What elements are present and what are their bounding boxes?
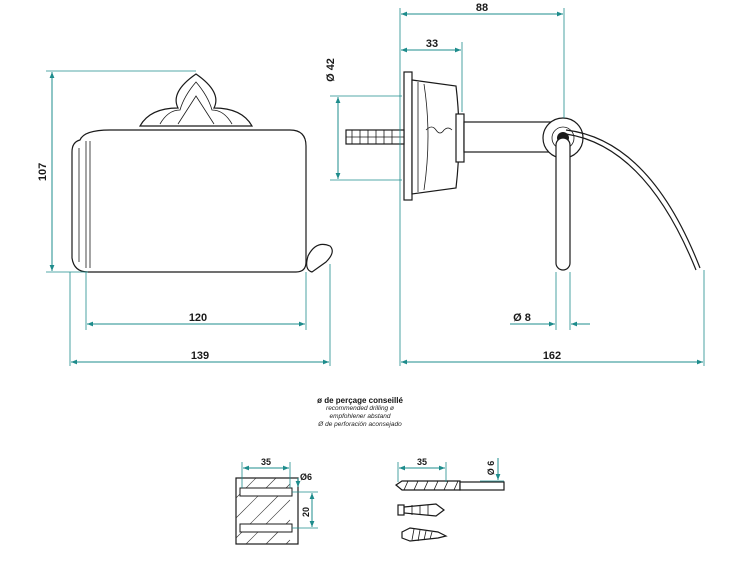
note-english: recommended drilling ø	[326, 405, 394, 412]
dim-107: 107	[37, 163, 49, 181]
dim-hole-depth: 35	[261, 457, 271, 467]
wall-section: 35 Ø6 20	[235, 457, 318, 545]
side-dimensions: 88 33 Ø 42 Ø 8 162	[325, 2, 705, 366]
note-german: empfohlener abstand	[329, 413, 391, 420]
paper-flap	[306, 243, 333, 273]
dim-hole-spacing: 20	[301, 507, 311, 517]
dim-42: Ø 42	[325, 58, 337, 82]
dim-139: 139	[191, 350, 209, 362]
drill-bit	[394, 480, 505, 491]
vertical-arm	[555, 137, 571, 271]
fixing-kit: 35 Ø 6	[394, 457, 505, 542]
screw	[401, 527, 448, 542]
dim-hole-diameter: Ø6	[300, 472, 312, 482]
holder-cover	[71, 129, 307, 273]
dim-120: 120	[189, 312, 207, 324]
note-title: ø de perçage conseillé	[317, 396, 403, 405]
mount-knob	[138, 73, 254, 127]
dim-33: 33	[426, 38, 438, 50]
flange-body	[411, 79, 460, 195]
note-spanish: Ø de perforación aconsejado	[318, 421, 402, 428]
support-rod	[463, 121, 557, 153]
drilling-note: ø de perçage conseillé recommended drill…	[0, 396, 720, 429]
front-dimensions: 107 120 139	[37, 70, 331, 366]
dim-drill-depth: 35	[417, 457, 427, 467]
dim-8: Ø 8	[513, 312, 531, 324]
side-view	[345, 71, 701, 271]
wall-flange	[403, 71, 413, 201]
dim-162: 162	[543, 350, 561, 362]
wall-anchor	[345, 129, 405, 145]
wall-plug	[397, 503, 445, 517]
dim-88: 88	[476, 2, 488, 14]
curved-flap	[565, 129, 701, 269]
dim-drill-diameter: Ø 6	[486, 461, 496, 476]
front-view	[71, 73, 333, 273]
